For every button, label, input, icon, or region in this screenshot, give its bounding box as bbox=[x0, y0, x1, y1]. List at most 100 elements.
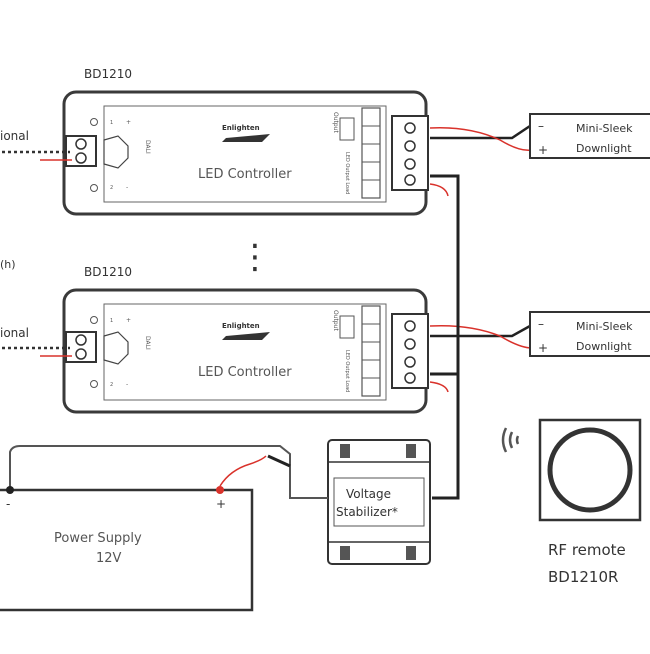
controller-2-dali-label: DALI bbox=[144, 336, 151, 350]
psu-wire-red bbox=[219, 455, 267, 487]
controller-2-product-name: LED Controller bbox=[198, 365, 292, 380]
controller-2-model: BD1210 bbox=[84, 265, 132, 279]
controller-1-mark-2: 2 bbox=[110, 185, 113, 191]
remote-label-1: RF remote bbox=[548, 541, 626, 559]
controller-2-input-terminal bbox=[65, 331, 97, 363]
stabilizer-top-terminal-2 bbox=[406, 444, 416, 458]
remote-label-2: BD1210R bbox=[548, 568, 618, 586]
controller-1-input-terminal bbox=[65, 135, 97, 167]
controller-1-rj-port bbox=[103, 135, 129, 169]
psu-body bbox=[0, 488, 254, 612]
controller-1-output-label: Output bbox=[332, 112, 339, 133]
wire-c2-dl2-dark bbox=[430, 324, 531, 338]
controller-2-mount-hole-top bbox=[90, 316, 98, 324]
downlight-2-label-2: Downlight bbox=[576, 340, 632, 353]
psu-terminal-minus bbox=[6, 486, 14, 494]
controller-1-out-screw-4 bbox=[404, 174, 416, 186]
controller-2-load-label: LED Output Load bbox=[344, 350, 350, 392]
controller-1-out-screw-3 bbox=[404, 158, 416, 170]
controller-1-mark-minus: - bbox=[126, 184, 128, 191]
controller-2-signal-label: ional bbox=[0, 326, 29, 340]
stabilizer-label-2: Stabilizer* bbox=[336, 505, 398, 519]
stabilizer-top-terminal-1 bbox=[340, 444, 350, 458]
voltage-stabilizer: Voltage Stabilizer* bbox=[327, 439, 431, 565]
wire-c1-dl1-red bbox=[429, 127, 533, 152]
controller-1-product-name: LED Controller bbox=[198, 167, 292, 182]
controller-2-mark-2: 2 bbox=[110, 382, 113, 388]
controller-2-input-screw-2 bbox=[75, 348, 87, 360]
controller-1-load-label: LED Output Load bbox=[344, 152, 350, 194]
stabilizer-label-1: Voltage bbox=[346, 487, 391, 501]
controller-1-mark-1: 1 bbox=[110, 120, 113, 126]
controller-2-mark-1: 1 bbox=[110, 318, 113, 324]
side-note: (h) bbox=[0, 258, 16, 271]
rf-remote: RF remote BD1210R bbox=[501, 418, 642, 586]
psu-terminal-plus bbox=[216, 486, 224, 494]
output-wiring bbox=[429, 124, 533, 500]
controller-2-mount-hole-bottom bbox=[90, 380, 98, 388]
psu-minus-label: - bbox=[6, 497, 10, 511]
psu-wire-dark bbox=[9, 445, 328, 499]
controller-2-input-screw-1 bbox=[75, 334, 87, 346]
wire-bus-red bbox=[429, 183, 449, 197]
downlight-1-label-1: Mini-Sleek bbox=[576, 122, 633, 135]
wire-c2-dl2-red bbox=[429, 324, 533, 349]
controller-2-out-screw-3 bbox=[404, 356, 416, 368]
wire-c1-dl1-dark bbox=[430, 124, 531, 140]
psu-label-2: 12V bbox=[96, 551, 122, 566]
controller-ellipsis: ⋮ bbox=[238, 237, 272, 277]
controller-2-rj-port bbox=[103, 331, 129, 365]
controller-2-output-terminal bbox=[391, 313, 429, 389]
downlight-1-plus: + bbox=[538, 143, 548, 157]
stabilizer-bottom-terminal-2 bbox=[406, 546, 416, 560]
controller-1-dali-label: DALI bbox=[144, 140, 151, 154]
wire-bus-dark bbox=[430, 174, 460, 500]
controller-1-out-screw-2 bbox=[404, 140, 416, 152]
controller-2-brand: Enlighten bbox=[222, 322, 260, 330]
downlight-2: – + Mini-Sleek Downlight bbox=[529, 311, 650, 357]
downlight-1-minus: – bbox=[538, 119, 544, 133]
power-supply: - + Power Supply 12V bbox=[0, 445, 328, 612]
controller-2-output-label: Output bbox=[332, 310, 339, 331]
controller-1-out-screw-1 bbox=[404, 122, 416, 134]
downlight-2-minus: – bbox=[538, 317, 544, 331]
remote-body bbox=[538, 418, 642, 522]
controller-1-mount-hole-bottom bbox=[90, 184, 98, 192]
wire-c2-bus-red bbox=[429, 381, 449, 393]
controller-1-mount-hole-top bbox=[90, 118, 98, 126]
controller-2-mark-minus: - bbox=[126, 381, 128, 388]
controller-1-input-screw-1 bbox=[75, 138, 87, 150]
controller-2-internal-strip bbox=[361, 305, 381, 397]
controller-1-input-screw-2 bbox=[75, 152, 87, 164]
controller-2: BD1210 1 2 DALI + - Enlighten LED Contro… bbox=[0, 265, 429, 414]
psu-label-1: Power Supply bbox=[54, 531, 142, 546]
controller-1-logo-swoosh bbox=[222, 134, 270, 142]
controller-2-out-screw-1 bbox=[404, 320, 416, 332]
downlight-1-body bbox=[529, 113, 650, 159]
controller-1-output-terminal bbox=[391, 115, 429, 191]
controller-2-mark-plus: + bbox=[126, 317, 131, 324]
controller-1-signal-label: ional bbox=[0, 129, 29, 143]
controller-1-brand: Enlighten bbox=[222, 124, 260, 132]
downlight-2-plus: + bbox=[538, 341, 548, 355]
downlight-2-label-1: Mini-Sleek bbox=[576, 320, 633, 333]
rf-signal-icon bbox=[501, 427, 520, 453]
psu-wire-black bbox=[267, 454, 291, 468]
remote-dial bbox=[547, 427, 633, 513]
controller-2-logo-swoosh bbox=[222, 332, 270, 340]
controller-1-mark-plus: + bbox=[126, 119, 131, 126]
downlight-1-label-2: Downlight bbox=[576, 142, 632, 155]
stabilizer-bottom-terminal-1 bbox=[340, 546, 350, 560]
controller-2-out-screw-4 bbox=[404, 372, 416, 384]
controller-2-out-screw-2 bbox=[404, 338, 416, 350]
controller-1-output-switch bbox=[339, 117, 355, 141]
stabilizer-label-panel bbox=[333, 477, 425, 527]
controller-2-output-switch bbox=[339, 315, 355, 339]
downlight-2-body bbox=[529, 311, 650, 357]
controller-1-internal-strip bbox=[361, 107, 381, 199]
downlight-1: – + Mini-Sleek Downlight bbox=[529, 113, 650, 159]
psu-plus-label: + bbox=[216, 497, 226, 511]
controller-1: BD1210 1 2 DALI + - Enlighten LED Contro… bbox=[0, 67, 429, 216]
controller-1-model: BD1210 bbox=[84, 67, 132, 81]
